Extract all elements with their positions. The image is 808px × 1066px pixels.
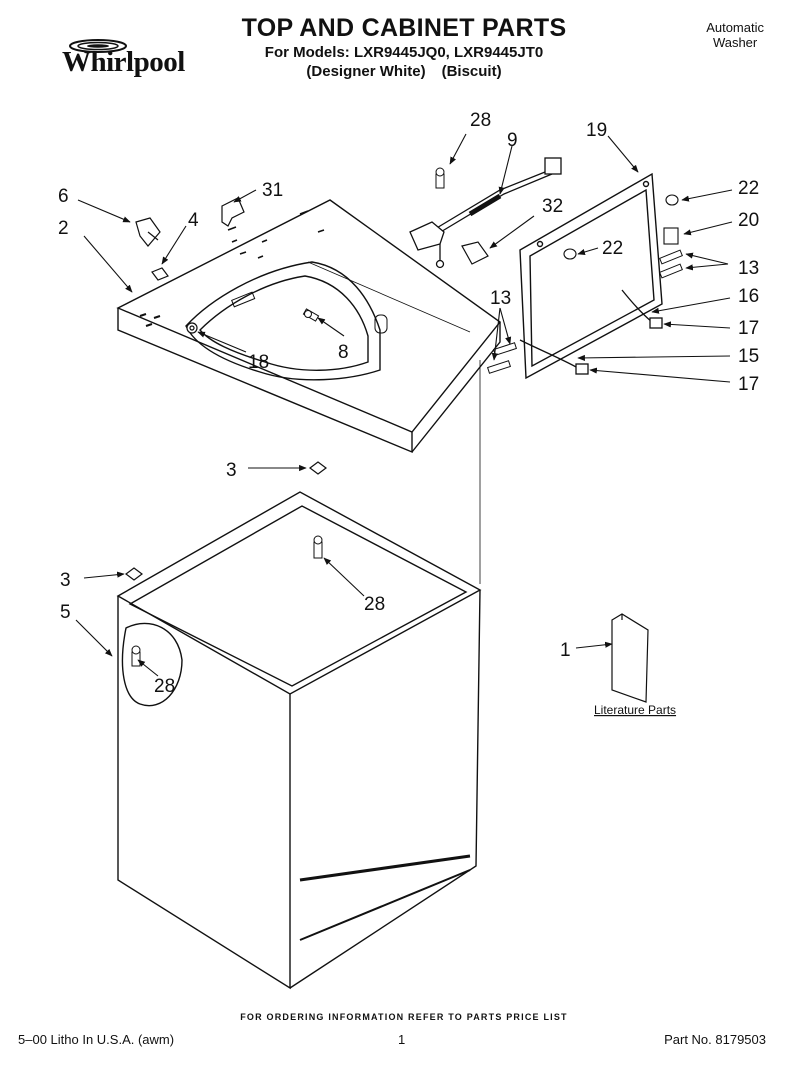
- product-line-2: Washer: [712, 35, 758, 50]
- product-line-1: Automatic: [706, 20, 764, 35]
- screws-13-right: [659, 249, 683, 279]
- callout-31: 31: [262, 180, 283, 201]
- callout-17-upper: 17: [738, 318, 759, 339]
- brand-wordmark: Whirlpool: [62, 46, 185, 78]
- bumper-22-right: [665, 194, 679, 206]
- models-line: For Models: LXR9445JQ0, LXR9445JT0: [264, 44, 544, 61]
- clip-20: [663, 227, 679, 245]
- callout-17-lower: 17: [738, 374, 759, 395]
- strain-relief-32: [461, 241, 489, 265]
- pad-3-top: [309, 461, 327, 475]
- part-number: Part No. 8179503: [664, 1032, 766, 1047]
- literature-parts-book: [611, 613, 649, 703]
- leader-lines: [75, 133, 733, 677]
- variant-biscuit: (Biscuit): [441, 63, 502, 80]
- header-title-block: TOP AND CABINET PARTS For Models: LXR944…: [0, 14, 808, 80]
- ordering-note: FOR ORDERING INFORMATION REFER TO PARTS …: [240, 1012, 568, 1022]
- callout-9: 9: [507, 130, 518, 151]
- callout-3-left: 3: [60, 570, 71, 591]
- screws-13-left: [486, 342, 518, 374]
- grommet-18: [186, 322, 198, 334]
- literature-parts-label: Literature Parts: [594, 703, 676, 717]
- control-panel-frame-19: [519, 172, 663, 380]
- callout-6: 6: [58, 186, 69, 207]
- callout-15: 15: [738, 346, 759, 367]
- pad-3-left: [125, 567, 143, 581]
- callout-3-top: 3: [226, 460, 237, 481]
- clip-31: [221, 197, 245, 227]
- variant-designer-white: (Designer White): [306, 63, 426, 80]
- page-number: 1: [398, 1032, 406, 1047]
- screw-28-mid: [313, 535, 323, 559]
- variants-line: (Designer White) (Biscuit): [0, 63, 808, 80]
- callout-28-top: 28: [470, 110, 491, 131]
- screw-28-low: [131, 645, 141, 667]
- litho-note: 5–00 Litho In U.S.A. (awm): [18, 1032, 175, 1047]
- callout-32: 32: [542, 196, 563, 217]
- lid-switch-harness-9: [409, 157, 562, 269]
- callout-5: 5: [60, 602, 71, 623]
- page-title: TOP AND CABINET PARTS: [241, 14, 567, 42]
- hinge-clip-6: [135, 217, 161, 247]
- whirlpool-logo: [69, 39, 127, 53]
- callout-22-right: 22: [738, 178, 759, 199]
- callout-4: 4: [188, 210, 199, 231]
- callout-19: 19: [586, 120, 607, 141]
- screw-8: [302, 308, 320, 322]
- callout-28-mid: 28: [364, 594, 385, 615]
- bumper-22-inner: [563, 248, 577, 260]
- callout-18: 18: [248, 352, 269, 373]
- callout-13-left: 13: [490, 288, 511, 309]
- callout-2: 2: [58, 218, 69, 239]
- product-type: Automatic Washer: [706, 20, 764, 50]
- hose-16: [621, 289, 663, 329]
- pad-4: [151, 267, 169, 281]
- callout-28-low: 28: [154, 676, 175, 697]
- callout-22-inner: 22: [602, 238, 623, 259]
- callout-13-right: 13: [738, 258, 759, 279]
- hose-15: [519, 339, 589, 375]
- screw-28-top: [435, 167, 445, 189]
- cabinet-5: [116, 491, 482, 990]
- callout-16: 16: [738, 286, 759, 307]
- callout-8: 8: [338, 342, 349, 363]
- callout-20: 20: [738, 210, 759, 231]
- callout-1: 1: [560, 640, 571, 661]
